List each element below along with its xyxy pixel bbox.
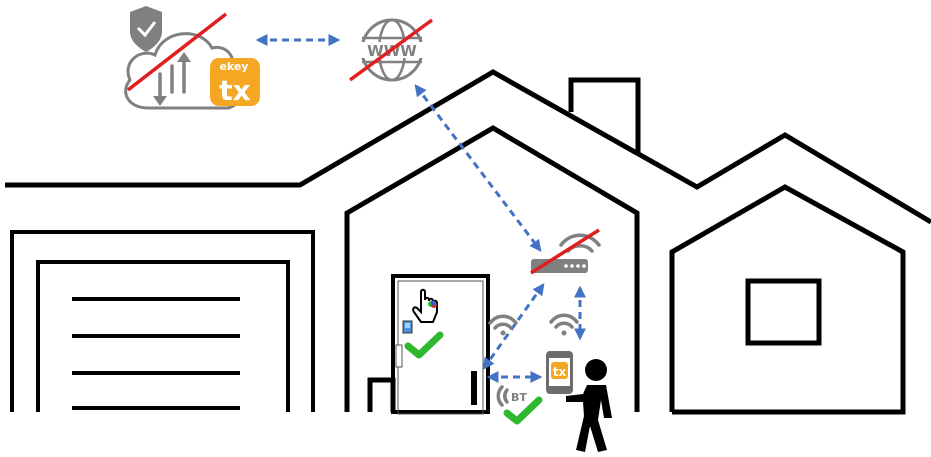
- wifi-icon: [551, 315, 577, 335]
- garage: [12, 232, 313, 412]
- globe-www-icon: WWW: [350, 20, 432, 80]
- phone-app-mark: tx: [553, 365, 567, 379]
- router-icon: [531, 230, 599, 273]
- router-door-link: [484, 285, 543, 368]
- fingerprint-success-check-icon: [408, 335, 440, 355]
- ekey-logo-mark: tx: [219, 74, 250, 107]
- wifi-icon: [490, 316, 516, 335]
- ekey-logo-word: ekey: [219, 60, 248, 73]
- bluetooth-label: BT: [511, 391, 527, 404]
- finger-touch-icon: [413, 290, 437, 322]
- door-handle: [471, 371, 477, 405]
- smartphone-icon: tx: [546, 351, 573, 394]
- bluetooth-signal-icon: BT: [498, 387, 527, 405]
- fingerprint-reader-icon: [403, 321, 412, 333]
- ekey-logo: ekey tx: [210, 58, 260, 107]
- internet-router-link: [416, 86, 540, 250]
- house-window: [748, 281, 819, 343]
- front-door: [370, 276, 488, 414]
- house-outline: [5, 72, 931, 412]
